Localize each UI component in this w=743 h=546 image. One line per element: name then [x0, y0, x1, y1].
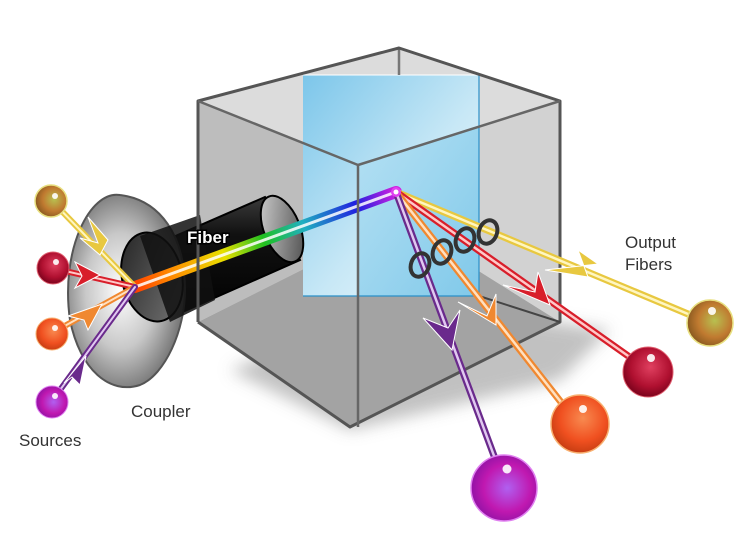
- red-source: [36, 251, 70, 285]
- output-beams: [391, 187, 704, 484]
- yellow-source: [34, 184, 68, 218]
- fiber-label: Fiber: [187, 228, 229, 247]
- purple-output: [470, 454, 538, 522]
- yellow-output: [686, 299, 734, 347]
- rainbow-beam: [129, 186, 402, 293]
- purple-source: [35, 385, 69, 419]
- red-output: [622, 346, 674, 398]
- output-fibers-label-line2: Fibers: [625, 255, 672, 274]
- output-balls: [470, 299, 734, 522]
- coils: [408, 218, 500, 279]
- sources-label: Sources: [19, 431, 81, 450]
- orange-output: [550, 394, 610, 454]
- orange-source: [35, 317, 69, 351]
- source-balls: [34, 184, 70, 419]
- cube-edges: [196, 46, 562, 429]
- coupler-label: Coupler: [131, 402, 191, 421]
- output-fibers-label-line1: Output: [625, 233, 676, 252]
